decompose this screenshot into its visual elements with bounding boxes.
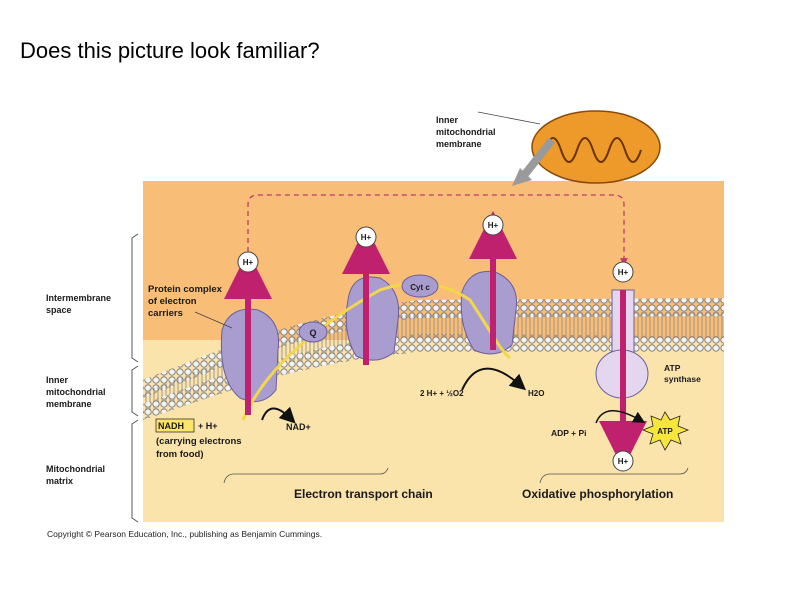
- nad-label: NAD+: [286, 422, 311, 432]
- nadh-arrow: [261, 406, 296, 424]
- svg-text:H+: H+: [361, 233, 372, 242]
- copyright-notice: Copyright © Pearson Education, Inc., pub…: [47, 529, 323, 539]
- mitochondrion-icon: [531, 110, 661, 184]
- adp-label: ADP + Pi: [551, 428, 587, 438]
- label-carrying-electrons: (carrying electrons from food): [156, 436, 244, 460]
- label-intermembrane: Intermembrane space: [46, 293, 114, 315]
- label-etc: Electron transport chain: [294, 487, 433, 501]
- label-protein-complex: Protein complex of electron carriers: [148, 284, 225, 319]
- water-reaction-left: 2 H+ + ½O2: [420, 389, 464, 398]
- svg-text:H+: H+: [488, 221, 499, 230]
- callout-inner-membrane: Inner mitochondrial membrane: [436, 115, 498, 149]
- callout-arrow: [518, 137, 556, 181]
- label-inner-membrane: Inner mitochondrial membrane: [46, 375, 108, 409]
- atp-starburst: [641, 411, 690, 451]
- slide-title: Does this picture look familiar?: [20, 38, 320, 63]
- label-oxphos: Oxidative phosphorylation: [522, 487, 673, 501]
- protein-complex-3: [460, 270, 518, 355]
- nadh-label: NADH: [158, 421, 184, 431]
- carrier-q: [298, 321, 328, 343]
- plus-h-label: + H+: [198, 421, 218, 431]
- svg-text:H+: H+: [243, 258, 254, 267]
- label-matrix: Mitochondrial matrix: [46, 464, 108, 486]
- nadh-box: [155, 418, 195, 433]
- carrier-q-label: Q: [309, 328, 316, 338]
- label-atp-synthase: ATP synthase: [664, 363, 701, 384]
- proton-arrows: [224, 211, 647, 469]
- protein-complex-2: [345, 276, 400, 361]
- svg-text:H+: H+: [618, 268, 629, 277]
- carrier-cytc-label: Cyt c: [410, 283, 430, 292]
- atp-label: ATP: [657, 427, 673, 436]
- carrier-cytc: [401, 274, 439, 298]
- water-reaction-right: H2O: [528, 389, 544, 398]
- adp-arrow: [595, 410, 646, 424]
- svg-text:H+: H+: [618, 457, 629, 466]
- water-arrow: [461, 367, 527, 391]
- proton-badges: H+ H+ H+ H+ H+: [237, 214, 634, 472]
